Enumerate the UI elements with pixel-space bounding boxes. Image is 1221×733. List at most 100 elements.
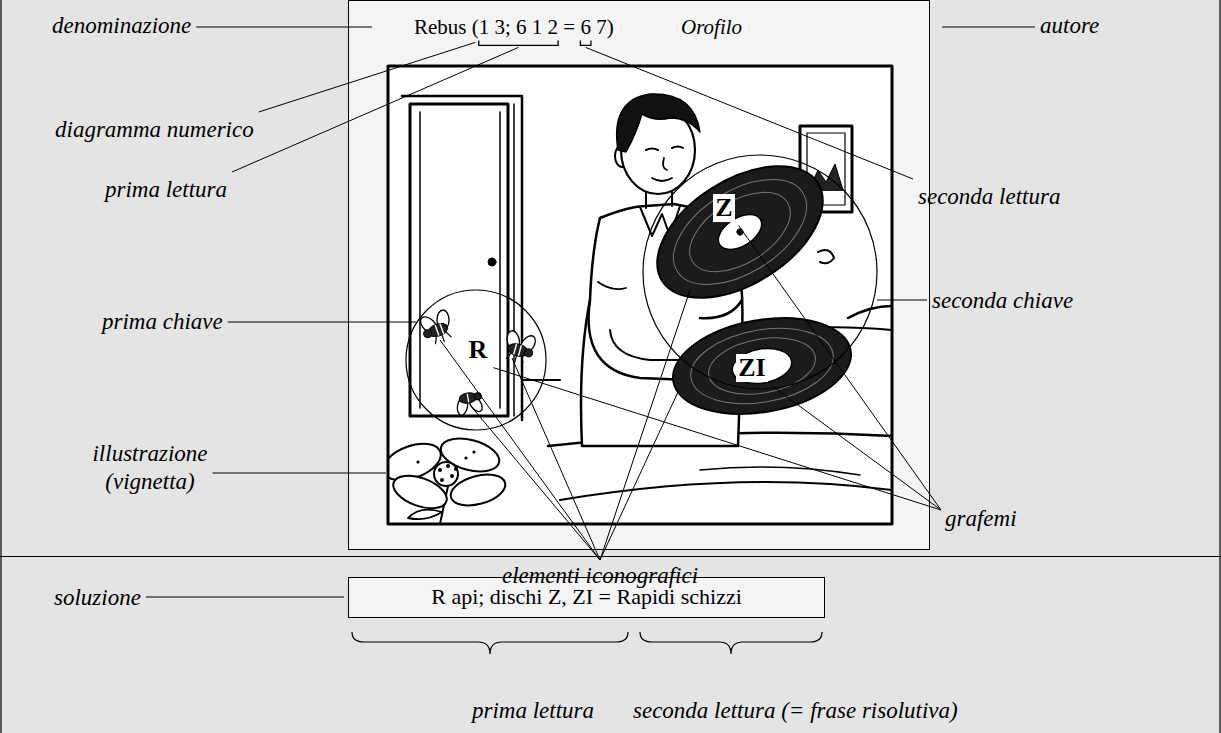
callout-label: soluzione: [54, 584, 141, 612]
vignette-illustration-part-part: [617, 94, 700, 152]
leader-line: [228, 322, 416, 323]
callout-label: seconda lettura (= frase risolutiva): [633, 697, 958, 725]
author-name: Orofilo: [681, 15, 742, 40]
callout-label: autore: [1040, 12, 1099, 40]
diagram-bracket: [580, 40, 591, 45]
page-frame-part: [1219, 0, 1220, 733]
callout-label: illustrazione (vignetta): [60, 440, 240, 495]
solution-text: R api; dischi Z, ZI = Rapidi schizzi: [431, 584, 742, 610]
leader-line: [942, 27, 1035, 28]
vignette-illustration-part-part-part: [519, 346, 522, 356]
key-circle: R: [405, 289, 547, 431]
leader-line: [440, 340, 600, 560]
callout-label: grafemi: [945, 505, 1017, 533]
leader-line: [877, 300, 927, 301]
diagram-bracket: [479, 40, 558, 45]
vignette-illustration-part-part: [419, 112, 421, 408]
vignette-illustration-part-part: [488, 258, 496, 266]
key-circle: Z ZI: [642, 154, 878, 390]
vignette-illustration-part-part: [416, 450, 475, 482]
vignette-illustration-part-part: [499, 327, 540, 367]
vignette-illustration-part-part-part: [634, 139, 845, 325]
callout-label: prima lettura: [105, 176, 227, 204]
vignette-illustration-part-part-part: [514, 344, 517, 354]
vignette-illustration-part-part-part: [440, 478, 444, 482]
rebus-panel: Rebus (1 3; 6 1 2 = 6 7) OrofiloR Z ZI: [348, 0, 930, 550]
key-circle-outline: [406, 290, 546, 430]
leader-line: [739, 226, 941, 510]
callout-label: prima chiave: [102, 308, 223, 336]
vignette-illustration-part-part-part: [656, 158, 825, 306]
leader-line: [493, 368, 941, 510]
leader-line: [512, 358, 600, 560]
vignette-illustration-part-part-part: [454, 467, 458, 471]
vignette-illustration-part-part: [416, 306, 459, 348]
vignette-illustration-part-part-part: [685, 318, 839, 414]
leader-line: [146, 597, 344, 598]
vignette-illustration-part-part: [410, 104, 508, 416]
solution-brace-part: [352, 632, 628, 654]
vignette-illustration-part: [388, 66, 892, 524]
callout-label: diagramma numerico: [55, 116, 254, 144]
vignette-illustration-part-part-part: [730, 344, 795, 388]
leader-line: [772, 386, 941, 510]
vignette-illustration-part-part-part: [423, 329, 433, 339]
vignette-illustration-part-part: [408, 510, 442, 520]
vignette-illustration-part-part-part: [704, 330, 820, 402]
vignette-illustration-part-part-part: [464, 456, 467, 459]
leader-line: [600, 392, 678, 560]
rebus-panel-ground: [348, 0, 930, 550]
vignette-illustration-part-part: [513, 104, 515, 416]
vignette-illustration-part-part-part: [450, 474, 454, 478]
page-frame-part: [0, 0, 1, 733]
vignette-illustration-part-part: [434, 462, 458, 486]
leader-line: [213, 473, 387, 474]
vignette-illustration-part: [388, 94, 892, 524]
leader-line: [600, 290, 690, 560]
key-circle-outline: [643, 155, 877, 389]
callout-label: seconda chiave: [932, 287, 1073, 315]
vignette-illustration-part-part-part: [472, 450, 475, 453]
vignette-illustration-part-part: [634, 139, 845, 325]
solution-brace: [352, 632, 822, 654]
callout-label: prima lettura: [472, 697, 594, 725]
vignette-illustration-part-part: [499, 112, 501, 408]
vignette-illustration-part-part-part: [467, 394, 468, 402]
callout-label: seconda lettura: [918, 183, 1060, 211]
vignette-illustration-part-part: [598, 282, 626, 289]
page-frame-part: [0, 556, 1221, 557]
vignette-illustration-part-part-part: [435, 326, 438, 335]
solution-brace-part: [640, 632, 822, 654]
callout-label: elementi iconografici: [502, 562, 698, 590]
leader-line: [259, 42, 476, 112]
vignette-illustration-part-part: [652, 158, 672, 181]
vignette-illustration-part: [388, 66, 892, 524]
vignette-illustration-part-part-part: [438, 468, 442, 472]
vignette-illustration-part-part: [818, 250, 834, 263]
vignette-illustration-part-part-part: [676, 176, 804, 288]
vignette-illustration-part-part: [560, 482, 892, 500]
vignette-illustration-part-part-part: [506, 353, 524, 365]
grapheme-letter: Z: [713, 194, 734, 221]
vignette-illustration-part-part-part: [446, 464, 450, 468]
vignette-illustration-part-part: [522, 379, 560, 381]
callout-label: denominazione: [52, 12, 191, 40]
leader-line: [196, 27, 372, 28]
vignette-illustration-part-part-part: [524, 348, 534, 358]
vignette-illustration-part-part-part: [440, 324, 443, 333]
grapheme-letter: ZI: [736, 354, 767, 381]
leader-line: [146, 27, 1035, 597]
vignette-illustration-part-part-part: [416, 460, 419, 463]
vignette-illustration-part-part: [700, 467, 860, 475]
leader-line: [232, 47, 518, 172]
diagram-bracket: [479, 40, 591, 45]
vignette-illustration-part-part: [453, 390, 486, 417]
leader-line: [586, 47, 913, 179]
vignette-illustration-part-part: [646, 147, 683, 151]
rebus-heading: Rebus (1 3; 6 1 2 = 6 7): [414, 15, 614, 40]
vignette-illustration-part-part: [700, 300, 742, 318]
